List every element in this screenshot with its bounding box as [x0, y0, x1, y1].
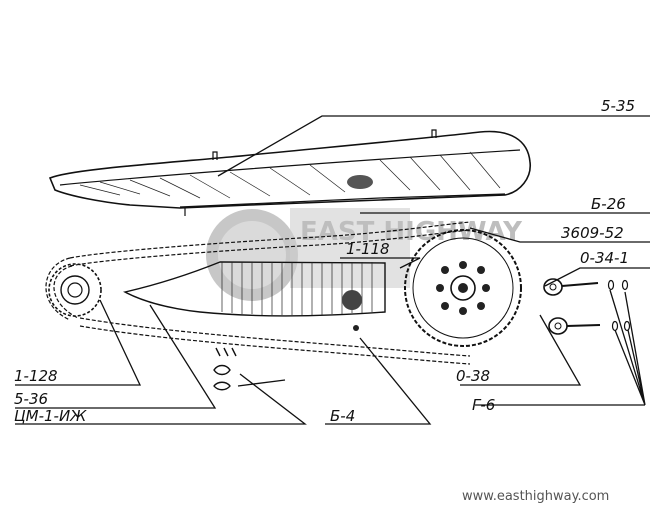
tensioner-bolt-bottom	[548, 317, 631, 335]
label-1-118: 1-118	[346, 240, 390, 258]
guard-fastener	[342, 290, 362, 310]
label-5-35: 5-35	[601, 97, 635, 115]
label-1-128: 1-128	[14, 367, 58, 385]
label-5-36: 5-36	[14, 390, 48, 408]
front-sprocket	[48, 263, 102, 317]
watermark-url: www.easthighway.com	[462, 489, 609, 504]
label-chain-lock: ЦМ-1-ИЖ	[14, 407, 87, 425]
chain-guard-inner	[123, 261, 386, 317]
label-b-4: Б-4	[330, 407, 355, 425]
rear-sprocket	[404, 229, 522, 347]
drive-chain	[45, 221, 471, 365]
chain-lock-parts	[213, 325, 359, 391]
label-b-26: Б-26	[591, 195, 626, 213]
label-3609-52: 3609-52	[561, 224, 624, 242]
guard-bolt	[347, 175, 373, 189]
label-g-6: Г-6	[472, 396, 495, 414]
watermark-logo: EAST HIGHWAY	[206, 208, 523, 301]
chain-guard-top	[48, 129, 531, 216]
tensioner-bolt-top	[543, 278, 629, 296]
label-0-34-1: 0-34-1	[580, 249, 629, 267]
label-0-38: 0-38	[456, 367, 490, 385]
watermark-logo-text: EAST HIGHWAY	[300, 217, 523, 247]
leader-lines	[15, 115, 650, 425]
